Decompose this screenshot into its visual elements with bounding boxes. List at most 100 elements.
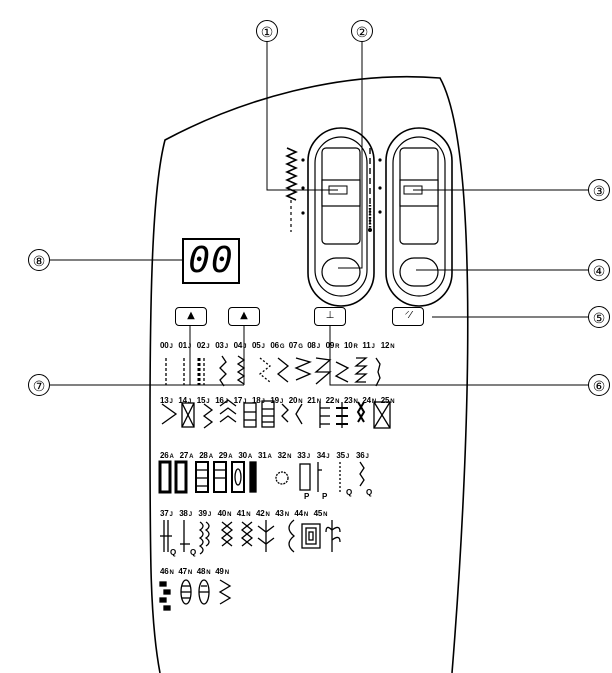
presser-foot-type: N [371, 399, 377, 405]
leader-1 [266, 40, 338, 191]
presser-foot-type: R [335, 344, 340, 350]
stitch-number-text: 03 [215, 341, 224, 350]
presser-foot-type: R [353, 344, 358, 350]
stitch-number-25: 25N [381, 396, 395, 405]
presser-foot-type: J [371, 344, 375, 350]
presser-foot-type: J [316, 344, 320, 350]
stitch-number-34: 34J [317, 451, 330, 460]
stitch-number-text: 07 [288, 341, 298, 350]
foot-letter: Q [346, 488, 353, 497]
pattern-select-up-right-button[interactable]: ▲ [228, 307, 260, 326]
stitch-number-16: 16J [215, 396, 228, 405]
stitch-number-text: 37 [160, 509, 169, 518]
stitch-number-42: 42N [256, 509, 270, 518]
presser-foot-type: J [169, 344, 173, 350]
stitch-number-18: 18J [252, 396, 265, 405]
pattern-select-up-left-button[interactable]: ▲ [175, 307, 207, 326]
stitch-number-17: 17J [234, 396, 247, 405]
presser-foot-type: J [243, 399, 247, 405]
stitch-number-36: 36J [356, 451, 369, 460]
reverse-stitch-button[interactable]: ⸍⁄ [392, 307, 424, 326]
stitch-number-03: 03J [215, 341, 228, 350]
stitch-number-text: 25 [380, 396, 390, 405]
stitch-number-12: 12N [381, 341, 395, 350]
callout-3: ③ [588, 179, 610, 201]
presser-foot-type: N [353, 399, 358, 405]
needle-position-button[interactable]: ⊥ [314, 307, 346, 326]
callout-5: ⑤ [588, 306, 610, 328]
stitch-number-04: 04J [234, 341, 247, 350]
stitch-number-49: 49N [215, 567, 229, 576]
stitch-number-text: 38 [179, 509, 188, 518]
stitch-number-text: 23 [344, 396, 353, 405]
presser-foot-type: J [345, 454, 350, 460]
stitch-number-text: 21 [307, 396, 316, 405]
stitch-number-text: 44 [294, 509, 303, 518]
stitch-number-text: 48 [196, 567, 206, 576]
panel-outline [149, 75, 469, 673]
stitch-number-26: 26A [160, 451, 174, 460]
stitch-number-28: 28A [199, 451, 213, 460]
stitch-number-43: 43N [275, 509, 289, 518]
stitch-number-text: 26 [160, 451, 169, 460]
stitch-number-text: 39 [198, 509, 207, 518]
stitch-number-21: 21N [307, 396, 321, 405]
presser-foot-type: N [287, 454, 292, 460]
presser-foot-type: N [224, 570, 229, 576]
stitch-icons [158, 355, 391, 611]
stitch-number-text: 28 [199, 451, 208, 460]
stitch-number-text: 32 [277, 451, 287, 460]
stitch-number-27: 27A [180, 451, 194, 460]
stitch-number-31: 31A [258, 451, 272, 460]
presser-foot-type: N [206, 570, 211, 576]
stitch-number-text: 16 [215, 396, 224, 405]
pattern-number-display: 00 [182, 238, 240, 284]
stitch-number-41: 41N [237, 509, 251, 518]
stitch-number-text: 34 [316, 451, 326, 460]
stitch-number-44: 44N [294, 509, 308, 518]
presser-foot-type: N [169, 570, 174, 576]
stitch-number-text: 05 [252, 341, 261, 350]
presser-foot-type: J [206, 344, 210, 350]
presser-foot-type: N [246, 512, 251, 518]
foot-letter: Q [170, 548, 177, 557]
presser-foot-type: J [326, 454, 330, 460]
stitch-number-text: 49 [215, 567, 224, 576]
stitch-number-47: 47N [178, 567, 192, 576]
stitch-number-text: 27 [179, 451, 189, 460]
stitch-length-slider[interactable] [385, 127, 453, 307]
presser-foot-type: A [189, 454, 194, 460]
stitch-number-text: 18 [252, 396, 261, 405]
callout-6: ⑥ [588, 374, 610, 396]
presser-foot-type: J [243, 344, 247, 350]
stitch-number-08: 08J [307, 341, 320, 350]
presser-foot-type: N [227, 512, 232, 518]
stitch-number-text: 00 [160, 341, 169, 350]
stitch-number-text: 09 [325, 341, 335, 350]
stitch-number-45: 45N [314, 509, 328, 518]
stitch-number-24: 24N [362, 396, 376, 405]
stitch-width-slider[interactable] [307, 127, 375, 307]
callout-8: ⑧ [28, 249, 50, 271]
stitch-number-00: 00J [160, 341, 173, 350]
stitch-number-text: 19 [270, 396, 279, 405]
presser-foot-type: G [279, 344, 285, 350]
presser-foot-type: J [206, 399, 210, 405]
stitch-number-13: 13J [160, 396, 173, 405]
stitch-number-text: 17 [233, 396, 243, 405]
stitch-number-09: 09R [326, 341, 340, 350]
presser-foot-type: N [187, 570, 193, 576]
presser-foot-type: N [284, 512, 289, 518]
stitch-number-text: 01 [178, 341, 187, 350]
presser-foot-type: J [279, 399, 284, 405]
presser-foot-type: N [265, 512, 270, 518]
stitch-number-text: 04 [233, 341, 243, 350]
leader-6 [329, 325, 590, 386]
stitch-number-19: 19J [270, 396, 283, 405]
presser-foot-type: J [261, 344, 265, 350]
stitch-number-30: 30A [238, 451, 252, 460]
presser-foot-type: J [187, 344, 192, 350]
stitch-number-text: 46 [160, 567, 169, 576]
stitch-number-46: 46N [160, 567, 174, 576]
